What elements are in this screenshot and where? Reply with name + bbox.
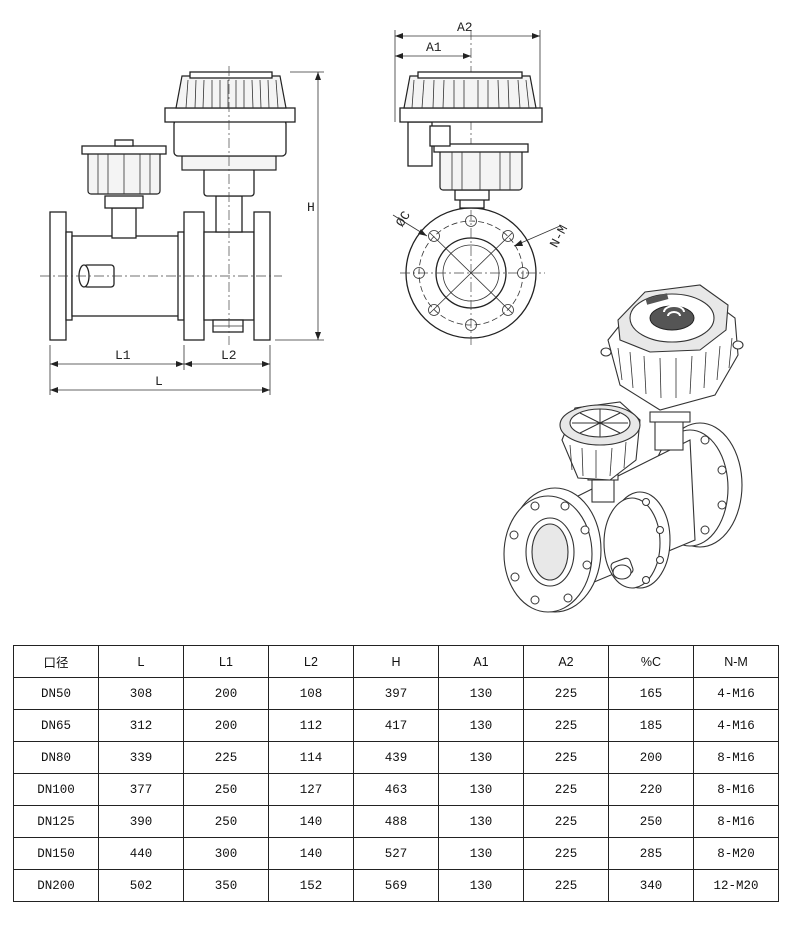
table-header: A2 [523,645,609,678]
table-cell: 4-M16 [693,677,779,710]
table-cell: 225 [523,709,609,742]
table-cell: 8-M20 [693,837,779,870]
table-header: L [98,645,184,678]
table-row: DN65 312 200 112 417 130 225 185 4-M16 [13,709,779,742]
table-cell: 439 [353,741,439,774]
table-cell: 130 [438,805,524,838]
dim-label-l2: L2 [221,348,237,363]
table-cell: 285 [608,837,694,870]
dim-label-h: H [307,200,315,215]
table-row: DN125 390 250 140 488 130 225 250 8-M16 [13,805,779,838]
dim-label-a1: A1 [426,40,442,55]
table-cell: 502 [98,869,184,902]
table-cell: 200 [183,709,269,742]
table-cell: 250 [183,773,269,806]
table-row: DN200 502 350 152 569 130 225 340 12-M20 [13,869,779,902]
table-cell: 130 [438,869,524,902]
table-cell: 130 [438,677,524,710]
front-view: L1 L2 L H [40,66,324,395]
table-header: L1 [183,645,269,678]
side-view: A2 A1 ØC N-M [392,20,571,345]
dimension-table: 口径 L L1 L2 H A1 A2 %C N-M DN50 308 200 1… [13,645,779,902]
dim-label-nm: N-M [547,223,571,251]
table-cell: 130 [438,837,524,870]
table-cell: 185 [608,709,694,742]
table-cell: 8-M16 [693,741,779,774]
dim-label-l1: L1 [115,348,131,363]
isometric-view [503,284,744,613]
table-cell: DN80 [13,741,99,774]
table-cell: 8-M16 [693,773,779,806]
technical-drawing: L1 L2 L H [40,20,744,613]
table-cell: 569 [353,869,439,902]
table-cell: 140 [268,837,354,870]
table-cell: 127 [268,773,354,806]
table-cell: 130 [438,773,524,806]
table-header: %C [608,645,694,678]
table-row: DN150 440 300 140 527 130 225 285 8-M20 [13,837,779,870]
table-cell: 225 [523,741,609,774]
table-cell: 225 [183,741,269,774]
table-cell: 200 [183,677,269,710]
table-cell: 130 [438,741,524,774]
table-cell: 225 [523,677,609,710]
table-cell: 312 [98,709,184,742]
table-cell: 250 [608,805,694,838]
table-cell: 225 [523,837,609,870]
table-header-row: 口径 L L1 L2 H A1 A2 %C N-M [13,645,779,678]
table-cell: DN100 [13,773,99,806]
table-cell: 527 [353,837,439,870]
table-row: DN50 308 200 108 397 130 225 165 4-M16 [13,677,779,710]
table-cell: 4-M16 [693,709,779,742]
table-cell: 114 [268,741,354,774]
table-cell: 397 [353,677,439,710]
table-cell: 200 [608,741,694,774]
dim-label-a2: A2 [457,20,473,35]
table-cell: DN50 [13,677,99,710]
table-cell: 140 [268,805,354,838]
table-cell: 488 [353,805,439,838]
table-cell: 130 [438,709,524,742]
table-cell: 339 [98,741,184,774]
table-row: DN100 377 250 127 463 130 225 220 8-M16 [13,773,779,806]
table-cell: 250 [183,805,269,838]
table-header: N-M [693,645,779,678]
table-cell: 225 [523,869,609,902]
table-cell: 8-M16 [693,805,779,838]
table-cell: 220 [608,773,694,806]
table-cell: 340 [608,869,694,902]
table-cell: 225 [523,773,609,806]
table-header: A1 [438,645,524,678]
dim-label-c: ØC [393,208,414,229]
table-cell: 112 [268,709,354,742]
table-cell: 165 [608,677,694,710]
table-cell: DN65 [13,709,99,742]
table-cell: 350 [183,869,269,902]
table-header: L2 [268,645,354,678]
table-cell: 390 [98,805,184,838]
table-cell: 417 [353,709,439,742]
table-cell: DN150 [13,837,99,870]
table-cell: 377 [98,773,184,806]
table-header: H [353,645,439,678]
table-cell: 463 [353,773,439,806]
table-cell: 12-M20 [693,869,779,902]
table-cell: 108 [268,677,354,710]
table-cell: 308 [98,677,184,710]
table-row: DN80 339 225 114 439 130 225 200 8-M16 [13,741,779,774]
table-cell: DN125 [13,805,99,838]
table-cell: 152 [268,869,354,902]
table-cell: 440 [98,837,184,870]
dim-label-l: L [155,374,163,389]
table-cell: DN200 [13,869,99,902]
table-cell: 300 [183,837,269,870]
table-header: 口径 [13,645,99,678]
table-cell: 225 [523,805,609,838]
